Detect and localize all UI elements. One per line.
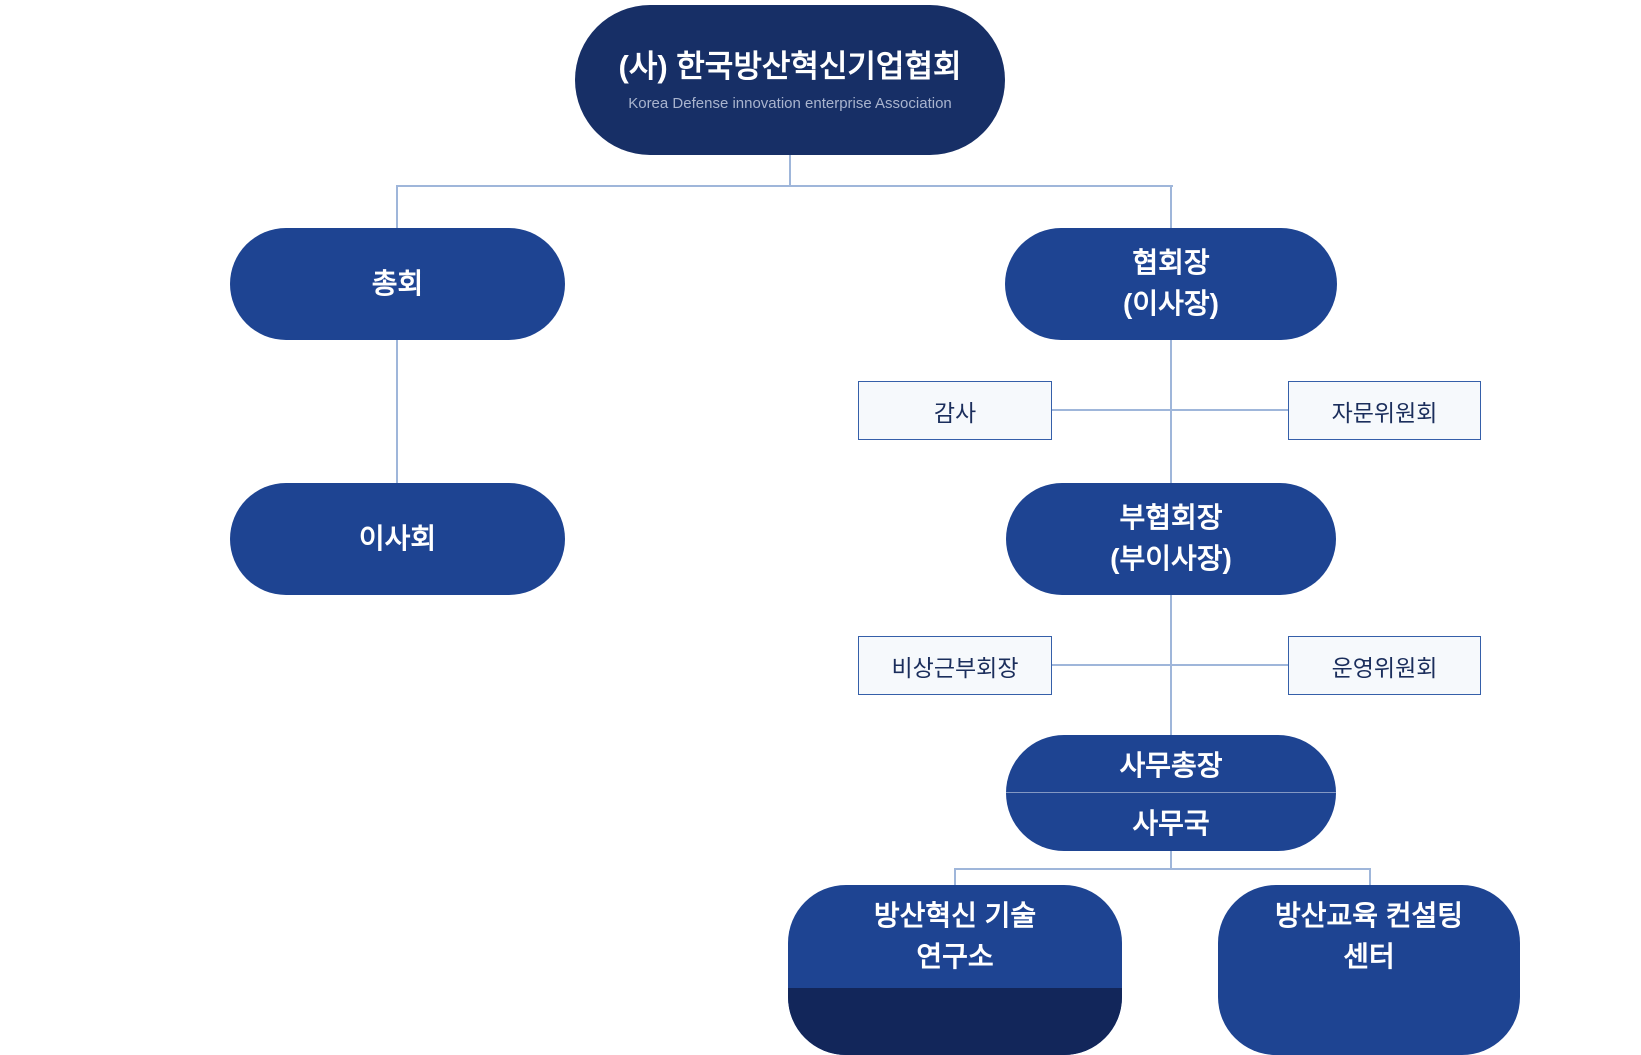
connector-line (954, 869, 956, 885)
root-subtitle: Korea Defense innovation enterprise Asso… (628, 95, 952, 113)
connector-line (396, 185, 1173, 187)
node-research-institute: 방산혁신 기술 연구소 (788, 885, 1122, 1055)
box-steering-committee: 운영위원회 (1288, 636, 1481, 695)
node-board-of-directors-label: 이사회 (358, 522, 437, 554)
connector-line (954, 868, 1371, 870)
node-vice-chairman-label: 부협회장 (부이사장) (1110, 502, 1232, 574)
box-auditor: 감사 (858, 381, 1052, 440)
node-chairman: 협회장 (이사장) (1005, 228, 1337, 340)
box-advisory-committee: 자문위원회 (1288, 381, 1481, 440)
research-institute-footer (788, 988, 1122, 1055)
connector-line (1170, 186, 1172, 228)
connector-line (1052, 409, 1288, 411)
box-non-executive-vice-chairman: 비상근부회장 (858, 636, 1052, 695)
connector-line (1170, 851, 1172, 869)
root-title: (사) 한국방산혁신기업협회 (618, 48, 962, 84)
connector-line (1369, 869, 1371, 885)
box-non-executive-vice-chairman-label: 비상근부회장 (891, 654, 1019, 681)
connector-line (396, 340, 398, 483)
node-secretary-general-label: 사무총장 (1119, 749, 1223, 781)
box-auditor-label: 감사 (933, 399, 977, 426)
node-chairman-label: 협회장 (이사장) (1123, 247, 1219, 319)
node-research-institute-label: 방산혁신 기술 연구소 (873, 899, 1037, 972)
node-consulting-center-label: 방산교육 컨설팅 센터 (1274, 899, 1464, 972)
node-vice-chairman: 부협회장 (부이사장) (1006, 483, 1336, 595)
connector-line (1170, 340, 1172, 483)
box-steering-committee-label: 운영위원회 (1331, 654, 1438, 681)
box-advisory-committee-label: 자문위원회 (1331, 399, 1438, 426)
node-secretariat: 사무총장 사무국 (1006, 735, 1336, 851)
node-board-of-directors: 이사회 (230, 483, 565, 595)
node-consulting-center: 방산교육 컨설팅 센터 (1218, 885, 1520, 1055)
connector-line (1052, 664, 1288, 666)
node-general-assembly-label: 총회 (371, 267, 424, 299)
node-secretariat-label: 사무국 (1006, 792, 1336, 851)
node-association-root: (사) 한국방산혁신기업협회 Korea Defense innovation … (575, 5, 1005, 155)
node-general-assembly: 총회 (230, 228, 565, 340)
connector-line (789, 155, 791, 186)
connector-line (396, 186, 398, 228)
